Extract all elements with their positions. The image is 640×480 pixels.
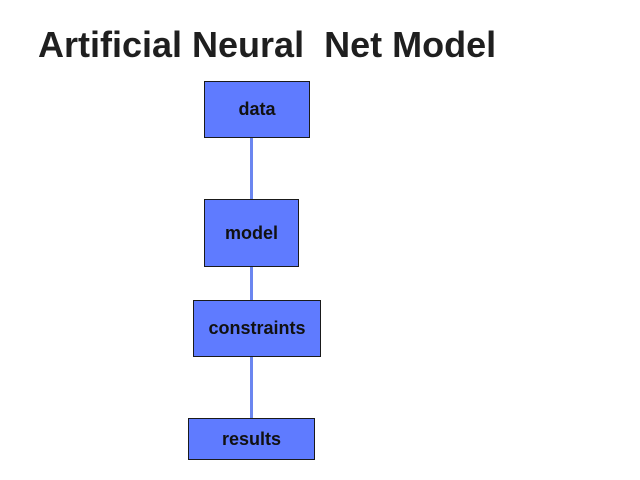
connector-model-constraints bbox=[250, 267, 253, 300]
node-constraints: constraints bbox=[193, 300, 321, 357]
node-constraints-label: constraints bbox=[208, 318, 306, 338]
connector-data-model bbox=[250, 138, 253, 199]
node-model-label: model bbox=[224, 222, 278, 243]
node-data: data bbox=[204, 81, 310, 138]
node-model: model bbox=[204, 199, 299, 267]
connector-constraints-results bbox=[250, 357, 253, 418]
node-data-label: data bbox=[238, 99, 276, 119]
node-results-label: results bbox=[221, 428, 282, 449]
slide-title: Artificial Neural Net Model bbox=[38, 24, 497, 65]
node-results: results bbox=[188, 418, 315, 460]
